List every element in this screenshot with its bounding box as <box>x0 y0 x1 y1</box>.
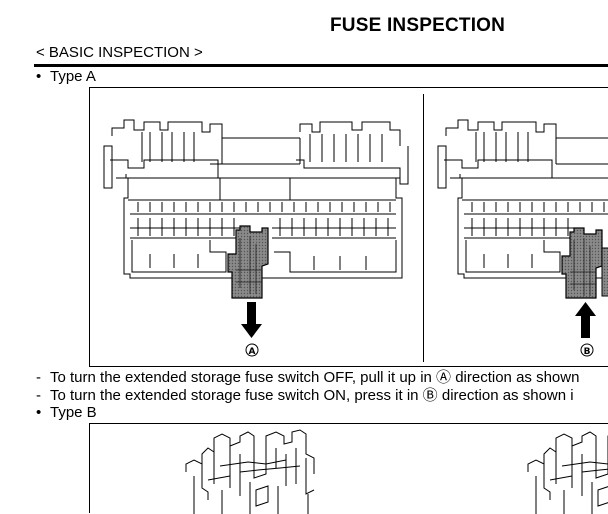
type-b-illustration <box>185 429 608 514</box>
callout-b-label: B <box>584 347 591 357</box>
instruction-off: -To turn the extended storage fuse switc… <box>36 369 579 386</box>
type-a-figure: A B <box>89 87 608 367</box>
type-a-label: Type A <box>50 68 96 85</box>
fuse-switch-left <box>227 225 269 299</box>
figure-divider <box>423 94 424 362</box>
instruction-on: -To turn the extended storage fuse switc… <box>36 387 574 404</box>
fuse-block-illustration: A B <box>103 119 608 357</box>
type-b-item: • Type B <box>36 404 97 421</box>
fuse-block-left <box>103 119 409 279</box>
type-b-label: Type B <box>50 404 97 421</box>
callout-b-icon <box>580 343 594 357</box>
header-rule <box>34 64 608 67</box>
section-heading: < BASIC INSPECTION > <box>36 44 203 61</box>
arrow-down <box>241 302 262 338</box>
dash: - <box>36 387 41 404</box>
type-a-item: • Type A <box>36 68 96 85</box>
instruction-off-text: To turn the extended storage fuse switch… <box>50 369 580 386</box>
dash: - <box>36 369 41 386</box>
fuse-block-right <box>437 119 608 279</box>
callout-a-icon <box>245 343 259 357</box>
callout-a-label: A <box>249 347 256 357</box>
type-b-figure <box>89 423 608 514</box>
arrow-up <box>575 302 596 338</box>
bullet: • <box>36 404 42 421</box>
bullet: • <box>36 68 42 85</box>
instruction-on-text: To turn the extended storage fuse switch… <box>50 387 574 404</box>
page-title: FUSE INSPECTION <box>330 15 506 36</box>
